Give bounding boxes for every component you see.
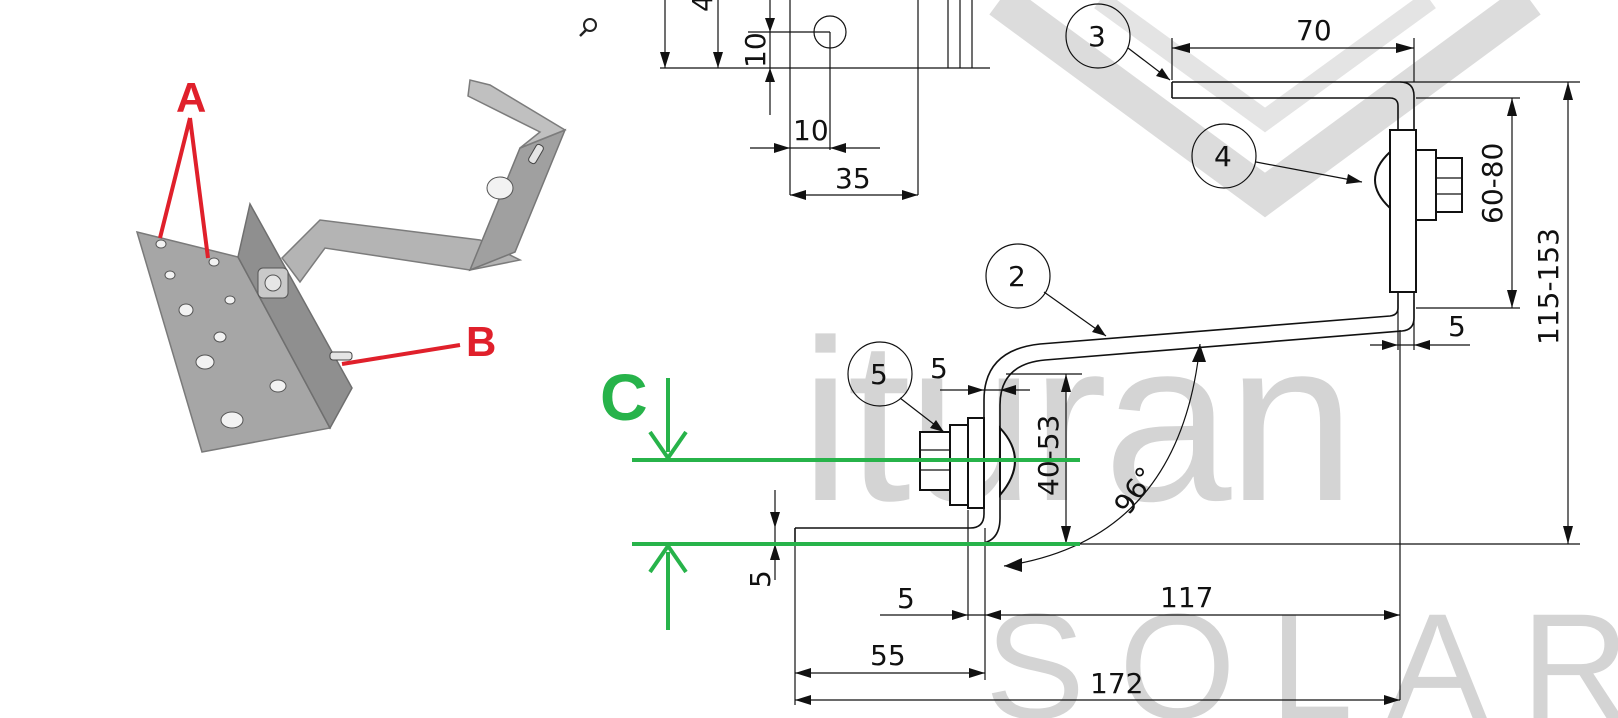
watermark-chevron-2 xyxy=(1094,0,1436,133)
plate-holes xyxy=(155,176,514,429)
watermark-word-main: ituran xyxy=(800,292,1351,549)
watermark: ituran SOLAR xyxy=(800,0,1618,718)
upright-slot xyxy=(528,143,544,165)
dim-55: 55 xyxy=(870,639,906,672)
dim-cut-4: 4 xyxy=(686,0,719,12)
dimension-40-53: 40-53 xyxy=(1006,373,1082,544)
hook-arm xyxy=(281,219,523,284)
balloon-2: 2 xyxy=(985,243,1107,337)
technical-drawing: 4 10 10 35 xyxy=(600,0,1580,705)
label-a: A xyxy=(176,74,206,121)
dim-5-top: 5 xyxy=(930,352,948,385)
base-flange xyxy=(237,201,353,430)
dimension-172: 172 xyxy=(795,667,1400,705)
c-markup: C xyxy=(600,360,1080,630)
label-b-pointer xyxy=(341,343,461,366)
bracket-photo: A B xyxy=(135,74,567,453)
dimension-5-top: 5 xyxy=(930,352,1030,395)
svg-text:2: 2 xyxy=(1008,260,1026,293)
label-a-pointers xyxy=(158,117,210,259)
flange-slot xyxy=(329,351,353,361)
label-b: B xyxy=(466,318,496,365)
hook-top xyxy=(467,79,567,149)
photo-bolt xyxy=(257,267,289,299)
bolt-top xyxy=(1374,129,1463,293)
dim-5-bottom: 5 xyxy=(897,582,915,615)
dim-10-vertical: 10 xyxy=(739,32,772,68)
dimension-55: 55 xyxy=(795,639,985,678)
label-c: C xyxy=(600,360,648,434)
dim-70: 70 xyxy=(1296,14,1332,47)
dimension-117: 117 xyxy=(985,581,1400,620)
balloon-4: 4 xyxy=(1191,123,1363,189)
bracket-profile xyxy=(794,81,1463,545)
hook-upright xyxy=(468,128,567,272)
svg-text:3: 3 xyxy=(1088,20,1106,53)
balloon-5: 5 xyxy=(847,341,945,433)
dim-35: 35 xyxy=(835,162,871,195)
dim-5-right: 5 xyxy=(1448,310,1466,343)
dim-172: 172 xyxy=(1090,667,1143,700)
dimension-60-80: 60-80 xyxy=(1416,97,1520,309)
balloon-3: 3 xyxy=(1065,3,1171,81)
watermark-word-solar: SOLAR xyxy=(985,582,1618,718)
dim-115-153: 115-153 xyxy=(1532,228,1565,345)
dimension-5-right: 5 xyxy=(1370,300,1470,350)
dimension-5-left: 5 xyxy=(744,490,780,588)
dimension-5-bottom: 5 xyxy=(880,582,985,620)
top-left-view: 4 10 10 35 xyxy=(660,0,990,200)
watermark-chevron-1 xyxy=(989,0,1541,218)
dimension-70: 70 xyxy=(1171,14,1415,82)
dim-5-left: 5 xyxy=(744,570,777,588)
dim-40-53: 40-53 xyxy=(1032,415,1065,496)
dim-10-horizontal: 10 xyxy=(793,114,829,147)
magnifier-icon[interactable] xyxy=(579,18,597,37)
dim-117: 117 xyxy=(1160,581,1213,614)
dimension-115-153: 115-153 xyxy=(1045,81,1580,545)
svg-text:5: 5 xyxy=(870,358,888,391)
dim-60-80: 60-80 xyxy=(1476,143,1509,224)
svg-text:4: 4 xyxy=(1214,140,1232,173)
